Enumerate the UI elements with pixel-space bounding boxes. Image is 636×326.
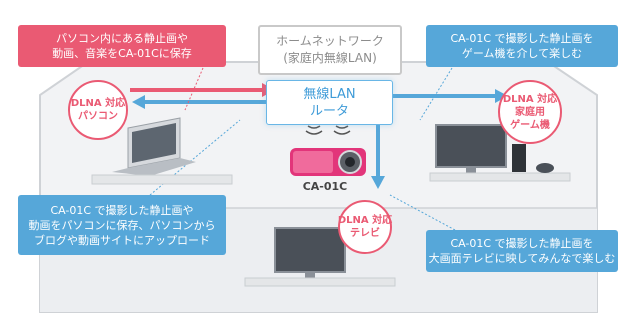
blue-arrowhead-down [371, 176, 385, 189]
tv-icon [429, 124, 571, 182]
dlna-pc-badge: DLNA 対応 パソコン [68, 80, 128, 140]
blue-arrowhead-left [132, 95, 145, 109]
pc-save-box: パソコン内にある静止画や 動画、音楽をCA-01Cに保存 [18, 25, 226, 67]
dlna-game-badge: DLNA 対応 家庭用 ゲーム機 [498, 80, 562, 144]
wireless-signal-icon [305, 125, 351, 135]
device-label: CA-01C [302, 180, 348, 193]
laptop-icon [91, 117, 233, 185]
tv-icon [244, 227, 396, 287]
wireless-router-label: 無線LAN ルータ [266, 80, 393, 125]
home-network-label: ホームネットワーク (家庭内無線LAN) [258, 25, 402, 75]
game-view-box: CA-01C で撮影した静止画を ゲーム機を介して楽しむ [426, 25, 618, 67]
dlna-tv-badge: DLNA 対応 テレビ [338, 200, 392, 254]
camera-phone-icon [290, 148, 366, 176]
tv-view-box: CA-01C で撮影した静止画を 大画面テレビに映してみんなで楽しむ [426, 230, 618, 272]
game-console-icon [512, 144, 554, 173]
upload-box: CA-01C で撮影した静止画や 動画をパソコンに保存、パソコンから ブログや動… [18, 195, 226, 255]
